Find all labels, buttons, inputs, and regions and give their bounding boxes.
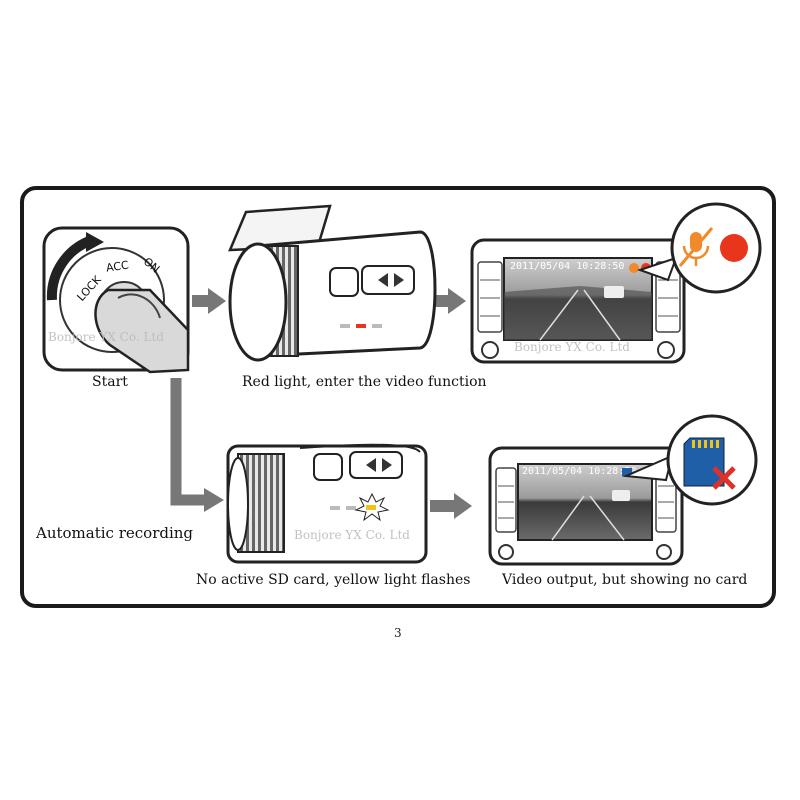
- no-card-callout: [622, 414, 758, 506]
- bottom-timestamp: 2011/05/04 10:28:50: [522, 466, 636, 477]
- yellow-led-icon: [366, 505, 376, 510]
- key-acc-label: ACC: [105, 259, 130, 275]
- car-monitor-icon: 2011/05/04 10:28:50: [470, 238, 686, 364]
- caption-start: Start: [92, 374, 128, 390]
- watermark: Bonjore YX Co. Ltd: [514, 340, 630, 354]
- arrow-start-to-camera: [192, 288, 226, 314]
- caption-no-card-output: Video output, but showing no card: [502, 572, 748, 588]
- watermark: Bonjore YX Co. Ltd: [294, 528, 410, 542]
- top-timestamp: 2011/05/04 10:28:50: [510, 261, 624, 272]
- cross-icon: [712, 466, 736, 490]
- red-led-icon: [356, 324, 366, 328]
- caption-automatic-recording: Automatic recording: [36, 524, 194, 542]
- key-switch-icon: LOCK ACC ON: [42, 226, 190, 374]
- dashcam-icon: [228, 204, 437, 362]
- dashcam-closeup-icon: [226, 443, 428, 564]
- arrow-start-to-automatic: [170, 378, 224, 512]
- recording-callout: [636, 202, 762, 294]
- mute-mic-icon: [678, 227, 714, 267]
- caption-no-sd: No active SD card, yellow light flashes: [196, 572, 471, 588]
- arrow-camera-to-monitor-bottom: [430, 493, 472, 519]
- sd-card-icon: [683, 437, 725, 487]
- record-dot-icon: [720, 234, 748, 262]
- caption-red-light: Red light, enter the video function: [242, 374, 487, 390]
- page-number: 3: [394, 626, 402, 640]
- watermark: Bonjore YX Co. Ltd: [48, 330, 164, 344]
